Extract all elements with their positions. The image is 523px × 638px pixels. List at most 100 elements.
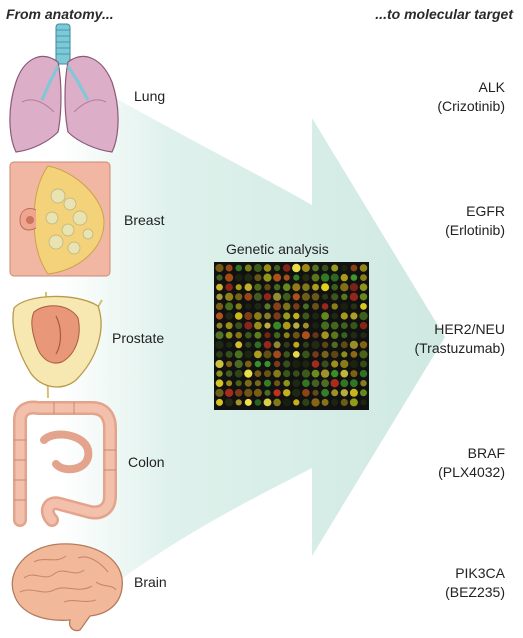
microarray-spot bbox=[226, 360, 233, 368]
microarray-spot bbox=[312, 322, 319, 329]
target-name: ALK bbox=[478, 79, 505, 95]
microarray-spot bbox=[235, 331, 242, 339]
microarray-spot bbox=[350, 303, 358, 310]
microarray-spot bbox=[235, 341, 243, 349]
microarray-spot bbox=[283, 341, 290, 348]
microarray-spot bbox=[234, 369, 243, 378]
microarray-spot bbox=[264, 303, 271, 310]
microarray-spot bbox=[312, 264, 319, 272]
genetic-analysis-label: Genetic analysis bbox=[226, 241, 329, 257]
microarray-spot bbox=[359, 321, 368, 330]
microarray-spot bbox=[312, 312, 319, 320]
microarray-spot bbox=[254, 350, 262, 359]
microarray-spot bbox=[282, 264, 291, 272]
microarray-spot bbox=[216, 370, 223, 377]
microarray-spot bbox=[311, 340, 320, 349]
microarray-spot bbox=[302, 303, 309, 310]
microarray-spot bbox=[245, 341, 252, 348]
microarray-spot bbox=[215, 302, 224, 310]
microarray-spot bbox=[359, 311, 368, 321]
microarray-spot bbox=[283, 389, 291, 397]
microarray-spot bbox=[244, 388, 253, 397]
microarray-spot bbox=[311, 398, 320, 407]
microarray-spot bbox=[225, 264, 233, 272]
microarray-spot bbox=[215, 331, 224, 340]
microarray-spot bbox=[302, 398, 310, 406]
microarray-spot bbox=[321, 283, 330, 292]
microarray-spot bbox=[254, 303, 262, 310]
microarray-spot bbox=[244, 312, 253, 320]
microarray-spot bbox=[350, 274, 358, 281]
microarray-spot bbox=[349, 360, 358, 368]
colon-icon bbox=[13, 400, 117, 527]
microarray-spot bbox=[263, 341, 272, 349]
microarray-spot bbox=[340, 359, 349, 369]
microarray-spot bbox=[263, 264, 272, 272]
microarray-spot bbox=[322, 293, 329, 300]
microarray-grid bbox=[215, 263, 368, 407]
microarray-spot bbox=[293, 322, 300, 329]
microarray-spot bbox=[234, 312, 243, 320]
microarray-spot bbox=[215, 263, 224, 273]
microarray-spot bbox=[301, 264, 310, 272]
microarray-spot bbox=[331, 293, 339, 301]
microarray-spot bbox=[254, 399, 262, 406]
microarray-spot bbox=[360, 274, 367, 281]
microarray-spot bbox=[321, 312, 329, 320]
microarray-spot bbox=[359, 350, 368, 359]
microarray-spot bbox=[331, 331, 339, 339]
microarray-spot bbox=[292, 263, 301, 273]
microarray-spot bbox=[330, 273, 339, 282]
microarray-spot bbox=[282, 292, 291, 301]
microarray-spot bbox=[244, 321, 253, 330]
target-pik3ca: PIK3CA (BEZ235) bbox=[445, 564, 505, 602]
microarray-spot bbox=[244, 350, 253, 359]
microarray-spot bbox=[301, 292, 310, 301]
microarray-spot bbox=[321, 398, 329, 406]
microarray-spot bbox=[340, 379, 349, 388]
microarray-spot bbox=[311, 360, 320, 368]
target-drug: (Crizotinib) bbox=[437, 98, 505, 114]
microarray-spot bbox=[293, 370, 300, 377]
microarray-spot bbox=[263, 293, 272, 301]
microarray-spot bbox=[360, 360, 367, 368]
microarray-spot bbox=[224, 388, 234, 397]
microarray-spot bbox=[312, 332, 319, 339]
microarray-spot bbox=[244, 360, 252, 368]
target-name: HER2/NEU bbox=[434, 321, 505, 337]
organ-label-lung: Lung bbox=[134, 88, 166, 104]
microarray-spot bbox=[302, 312, 310, 320]
microarray-spot bbox=[301, 369, 310, 378]
microarray-spot bbox=[340, 322, 348, 329]
microarray-spot bbox=[244, 264, 252, 272]
prostate-icon bbox=[12, 291, 103, 399]
microarray-spot bbox=[349, 398, 358, 407]
target-drug: (Trastuzumab) bbox=[414, 340, 505, 356]
microarray-spot bbox=[225, 283, 233, 291]
microarray-spot bbox=[321, 331, 329, 339]
microarray-spot bbox=[216, 322, 223, 329]
microarray-spot bbox=[331, 360, 339, 368]
microarray-spot bbox=[331, 369, 339, 378]
microarray-spot bbox=[263, 398, 272, 407]
microarray-spot bbox=[263, 273, 272, 282]
microarray-spot bbox=[321, 350, 329, 358]
microarray-spot bbox=[253, 292, 262, 301]
microarray-spot bbox=[215, 379, 224, 387]
microarray-spot bbox=[235, 322, 243, 330]
microarray-spot bbox=[215, 312, 224, 320]
microarray-spot bbox=[273, 341, 281, 349]
microarray-spot bbox=[359, 283, 368, 291]
microarray-spot bbox=[311, 273, 320, 282]
target-alk: ALK (Crizotinib) bbox=[437, 78, 505, 116]
microarray-spot bbox=[264, 389, 271, 396]
target-name: EGFR bbox=[466, 203, 505, 219]
microarray-spot bbox=[331, 389, 339, 397]
microarray-spot bbox=[273, 369, 281, 378]
microarray-spot bbox=[253, 264, 262, 272]
microarray-spot bbox=[360, 399, 367, 406]
microarray-spot bbox=[225, 331, 233, 339]
microarray-spot bbox=[282, 302, 291, 311]
microarray-spot bbox=[244, 273, 253, 282]
microarray-spot bbox=[350, 322, 358, 330]
